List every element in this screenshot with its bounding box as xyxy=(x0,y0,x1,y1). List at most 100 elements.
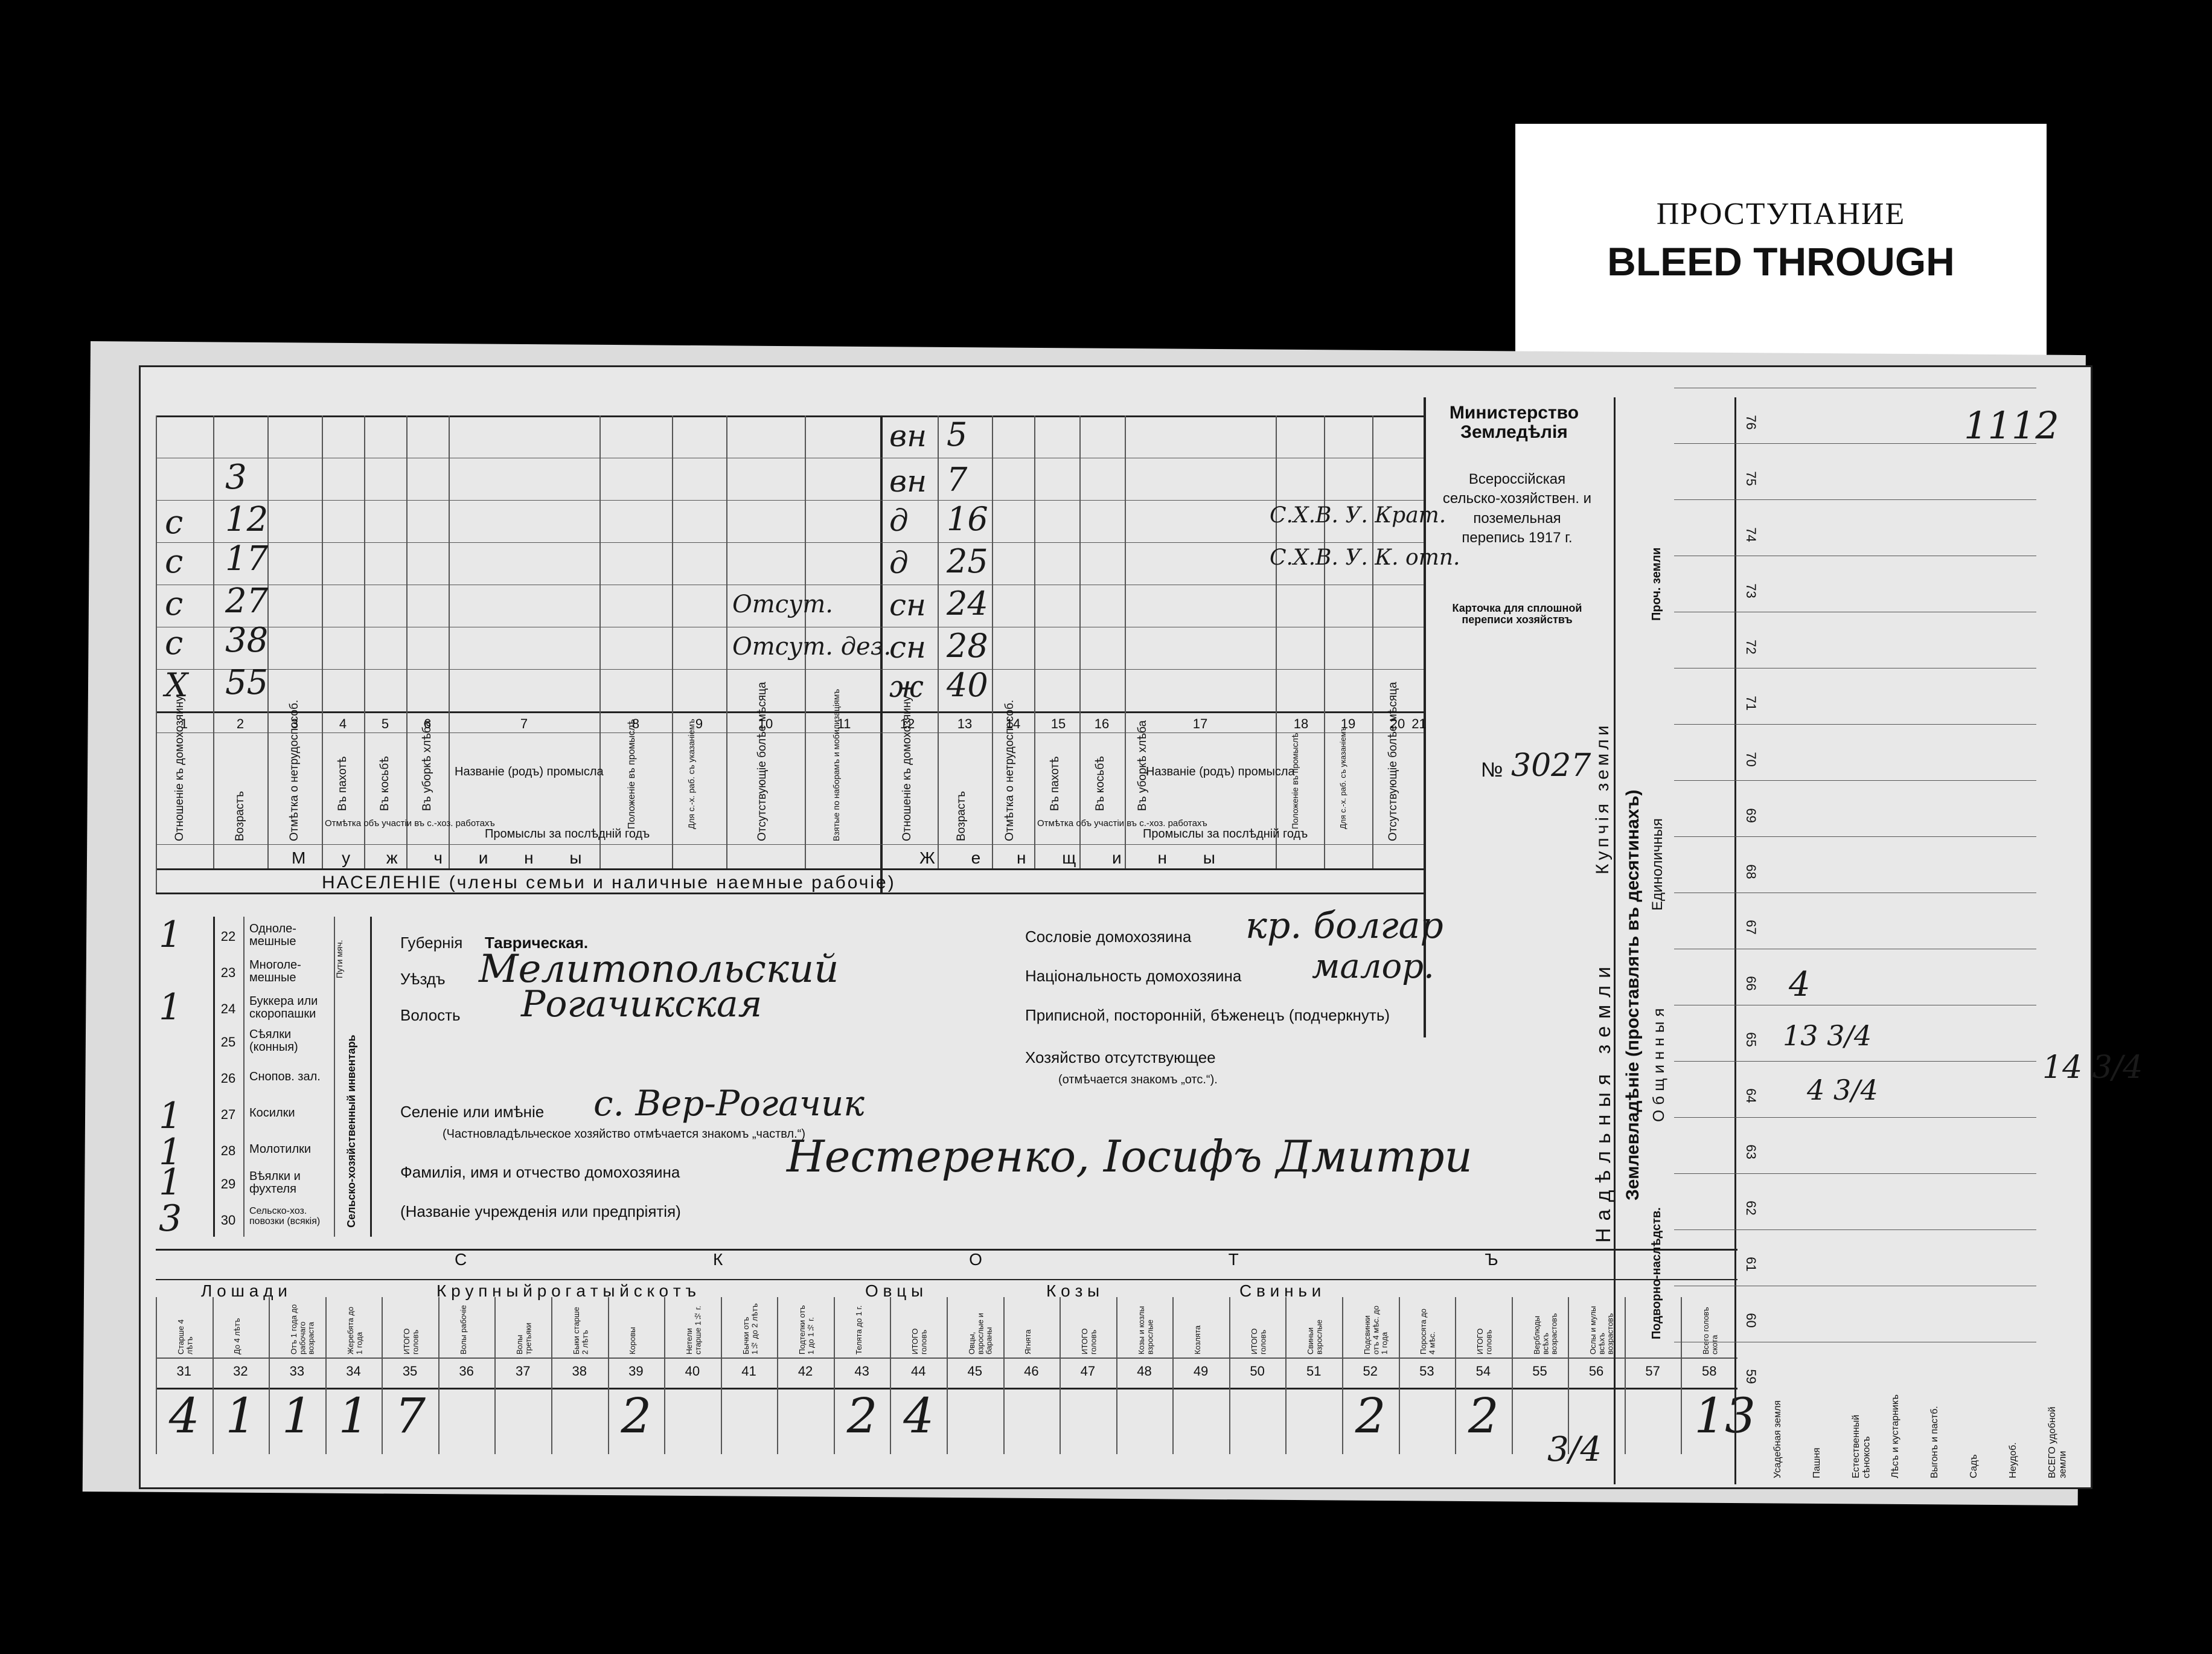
inv-name: Вѣялки и фухтеля xyxy=(249,1170,301,1196)
women-relation: ж xyxy=(889,669,924,704)
livestock-col-number: 54 xyxy=(1475,1364,1491,1379)
livestock-value: 1 xyxy=(281,1388,313,1444)
livestock-header: ИТОГО головъ xyxy=(1249,1328,1267,1354)
institution-label: (Названіе учрежденія или предпріятія) xyxy=(400,1202,681,1220)
inv-name: Снопов. зал. xyxy=(249,1070,321,1083)
col-line xyxy=(406,415,408,868)
livestock-col-number: 36 xyxy=(459,1364,474,1379)
inv-line xyxy=(334,917,335,1237)
livestock-col-line xyxy=(212,1297,214,1454)
absent-hint: (отмѣчается знакомъ „отс.“). xyxy=(1058,1073,1218,1086)
col-relation-label: Отношеніе къ домохозяину xyxy=(173,696,186,841)
col-number: 20 xyxy=(1390,716,1405,731)
livestock-col-number: 51 xyxy=(1306,1364,1322,1379)
land-bottom-label: Лѣсъ и кустарникъ xyxy=(1890,1394,1900,1478)
livestock-header: Волы рабочіе xyxy=(458,1305,468,1354)
col-number: 17 xyxy=(1192,716,1208,731)
livestock-header: Всего головъ скота xyxy=(1701,1307,1719,1354)
land-row-line xyxy=(1674,780,2036,781)
col-number: 7 xyxy=(520,716,528,731)
inv-name: Сѣялки (конныя) xyxy=(249,1028,298,1054)
men-age: 27 xyxy=(225,582,269,621)
livestock-col-number: 39 xyxy=(628,1364,644,1379)
col-line xyxy=(449,415,450,868)
inv-count: 1 xyxy=(159,914,182,956)
col-line xyxy=(364,415,365,868)
livestock-col-line xyxy=(1681,1297,1683,1454)
group-trades-label-w: Промыслы за послѣдній годъ xyxy=(1143,827,1308,841)
livestock-value: 2 xyxy=(1468,1388,1499,1444)
livestock-col-line xyxy=(156,1297,157,1454)
livestock-title: С К О Т Ъ xyxy=(455,1250,1619,1269)
group-field-work-label: Отмѣтка объ участіи въ с.-хоз. работахъ xyxy=(325,818,495,829)
inv-no: 22 xyxy=(220,929,236,944)
livestock-header: Телята до 1 г. xyxy=(854,1305,863,1354)
col-number: 8 xyxy=(631,716,640,731)
livestock-header: Отъ 1 года до рабочаго возраста xyxy=(289,1304,316,1354)
col-line xyxy=(267,415,269,868)
land-col-number: 67 xyxy=(1743,920,1759,935)
col-trade-name-label: Названіе (родъ) промысла xyxy=(455,765,604,778)
inv-count: 1 xyxy=(159,1131,182,1173)
land-col-number: 71 xyxy=(1743,696,1759,711)
inv-name: Сельско-хоз. повозки (всякія) xyxy=(249,1206,321,1226)
nationality-label: Національность домохозяина xyxy=(1025,967,1242,985)
men-relation: Х xyxy=(165,666,188,704)
livestock-col-line xyxy=(325,1297,327,1454)
women-age: 40 xyxy=(947,666,988,704)
land-col-number: 65 xyxy=(1743,1032,1759,1048)
col-trade-agri-label-w: Для с.-х. раб. съ указаніемъ xyxy=(1338,726,1347,829)
private-hint: (Частновладѣльческое хозяйство отмѣчаетс… xyxy=(443,1127,805,1141)
livestock-col-line xyxy=(1568,1297,1570,1454)
absent-label: Хозяйство отсутствующее xyxy=(1025,1048,1216,1066)
col-number: 21 xyxy=(1411,716,1427,731)
women-relation: вн xyxy=(889,464,927,499)
livestock-col-number: 43 xyxy=(854,1364,869,1379)
col-line xyxy=(805,415,806,868)
land-title: Землевладѣніе (проставлять въ десятинахъ… xyxy=(1623,789,1643,1200)
women-relation: д xyxy=(889,545,909,580)
inventory-title: Сельско-хозяйственный инвентарь xyxy=(345,1034,357,1228)
col-number: 1 xyxy=(180,716,188,731)
group-field-work-label-w: Отмѣтка объ участіи въ с.-хоз. работахъ xyxy=(1037,818,1207,829)
livestock-value: 2 xyxy=(621,1388,652,1444)
inv-no: 24 xyxy=(220,1001,236,1016)
land-bottom-label: Садъ xyxy=(1968,1454,1979,1478)
col-trade-status-label: Положеніе въ промыслѣ xyxy=(627,719,637,829)
livestock-col-number: 58 xyxy=(1701,1364,1717,1379)
land-col-number: 63 xyxy=(1743,1144,1759,1160)
livestock-header: Козлята xyxy=(1193,1325,1203,1354)
livestock-header: Ягнята xyxy=(1023,1329,1033,1354)
livestock-header: ИТОГО головъ xyxy=(1475,1328,1494,1354)
livestock-col-number: 33 xyxy=(289,1364,305,1379)
inv-no: 26 xyxy=(220,1071,236,1086)
land-allotment-label: Надѣльныя земли xyxy=(1592,959,1615,1243)
men-women-divider xyxy=(880,415,883,893)
col-number: 14 xyxy=(1005,716,1021,731)
livestock-col-number: 45 xyxy=(967,1364,983,1379)
livestock-col-line xyxy=(1003,1297,1005,1454)
col-disability-label-w: Отмѣтка о нетрудоспособ. xyxy=(1003,699,1016,841)
livestock-value: 4 xyxy=(168,1388,200,1444)
livestock-header: ИТОГО головъ xyxy=(910,1328,929,1354)
land-border xyxy=(1734,397,1736,1484)
land-col-number: 62 xyxy=(1743,1200,1759,1216)
livestock-col-line xyxy=(1172,1297,1174,1454)
village-label: Селеніе или имѣніе xyxy=(400,1103,545,1121)
women-age: 5 xyxy=(947,415,968,454)
card-number: 3027 xyxy=(1511,748,1591,784)
col-number: 18 xyxy=(1293,716,1309,731)
land-col-number: 61 xyxy=(1743,1257,1759,1272)
estate-label: Сословіе домохозяина xyxy=(1025,928,1192,946)
livestock-header: Ослы и мулы всѣхъ возрастовъ xyxy=(1588,1306,1615,1354)
livestock-col-number: 40 xyxy=(685,1364,700,1379)
col-line xyxy=(213,415,214,868)
land-hereditary-label: Подворно-наслѣдств. xyxy=(1650,1207,1663,1339)
livestock-col-line xyxy=(664,1297,666,1454)
livestock-col-number: 34 xyxy=(346,1364,361,1379)
row-line xyxy=(156,500,1424,501)
livestock-header: Поросята до 4 мѣс. xyxy=(1419,1308,1437,1354)
land-row-line xyxy=(1674,499,2036,501)
gubernia-label: Губернія xyxy=(400,934,463,952)
col-line xyxy=(726,415,727,868)
